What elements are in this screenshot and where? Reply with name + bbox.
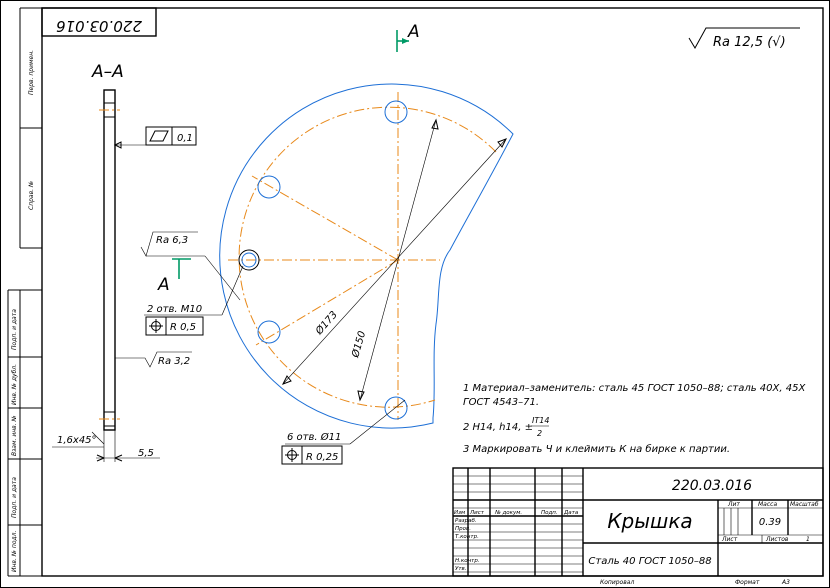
format-value: А3 (781, 579, 790, 586)
col-header-sheet: Лист (469, 510, 485, 516)
hole-top (384, 100, 408, 124)
main-view: А Ø173 Ø150 Ra 6,3 (140, 22, 514, 465)
hole-lower-left (257, 320, 281, 344)
lit-label: Лит (727, 501, 740, 508)
hole-m10-left (238, 249, 260, 271)
side-label-sign-date-1: Подп. и дата (11, 309, 18, 350)
title-name: Крышка (607, 509, 692, 533)
flatness-icon (149, 130, 169, 142)
row-approved: Утв. (455, 566, 467, 572)
view-letter-left: А (157, 275, 170, 295)
col-header-sign: Подп. (541, 510, 558, 516)
side-label-orig-inv: Инв. № подл. (11, 531, 18, 572)
note-3: 3 Маркировать Ч и клеймить К на бирке к … (463, 443, 730, 455)
technical-notes: 1 Материал–заменитель: сталь 45 ГОСТ 105… (463, 383, 806, 455)
d11-holes-callout: 6 отв. Ø11 R 0,25 (281, 399, 406, 465)
face-roughness-text: Ra 6,3 (156, 235, 188, 246)
side-label-dup-inv: Инв. № дубл. (11, 364, 18, 405)
m10-holes-callout: 2 отв. М10 R 0,5 (144, 265, 244, 336)
sheets-value: 1 (806, 536, 810, 543)
mass-label: Масса (758, 501, 777, 508)
title-material: Сталь 40 ГОСТ 1050–88 (588, 556, 711, 567)
side-label-reference-no: Справ. № (28, 181, 35, 210)
note-1: 1 Материал–заменитель: сталь 45 ГОСТ 105… (463, 383, 806, 394)
outer-diameter-dimension: Ø173 (313, 309, 340, 338)
view-letter-top: А (407, 22, 420, 42)
side-roughness-text: Ra 3,2 (158, 356, 190, 367)
view-arrow-icon (402, 38, 409, 44)
width-dimension: 5,5 (138, 448, 154, 459)
chamfer-dimension: 1,6х45° (57, 435, 97, 446)
general-roughness-text: Ra 12,5 (√) (713, 35, 786, 50)
side-label-sign-date-2: Подп. и дата (11, 477, 18, 518)
position-tolerance-icon (149, 319, 163, 333)
sheet-inner-frame (41, 7, 824, 577)
sheet-label: Лист (721, 536, 738, 543)
title-code: 220.03.016 (672, 478, 752, 494)
section-plate-hatch (103, 89, 116, 431)
col-header-change: Изм (454, 510, 465, 516)
row-tech-control: Т.контр. (455, 534, 479, 540)
tolerance-denominator: 2 (537, 429, 542, 438)
m10-position-value: R 0,5 (170, 322, 196, 333)
d11-position-value: R 0,25 (306, 452, 338, 463)
row-developed: Разраб. (455, 518, 477, 524)
part-outline (219, 83, 514, 429)
row-checked: Пров. (455, 526, 471, 532)
scale-label: Масштаб (790, 501, 819, 508)
row-norm-control: Н.контр. (455, 558, 480, 564)
m10-holes-label: 2 отв. М10 (147, 304, 202, 315)
tolerance-numerator: IT14 (532, 416, 549, 425)
bolt-diameter-dimension: Ø150 (349, 330, 368, 360)
note-1-cont: ГОСТ 4543–71. (463, 397, 539, 408)
mass-value: 0.39 (759, 517, 781, 528)
flatness-value: 0,1 (177, 133, 193, 144)
copied-label: Копировал (600, 579, 634, 586)
mirrored-code-box: 220.03.016 (41, 7, 157, 37)
face-roughness-mark: Ra 6,3 (140, 231, 241, 301)
sheets-label: Листов (765, 536, 789, 543)
side-label-replace-inv: Взам. инв. № (11, 415, 18, 456)
hole-m10-left-inner (241, 252, 257, 268)
side-roughness-mark: Ra 3,2 (115, 351, 192, 368)
hole-bottom (384, 396, 408, 420)
hole-upper-left (257, 175, 281, 199)
title-block: 220.03.016 Крышка Сталь 40 ГОСТ 1050–88 … (452, 467, 824, 586)
note-2: 2 Н14, h14, ± (463, 422, 533, 433)
left-side-strip: Перв. примен. Справ. № Подп. и дата Инв.… (7, 7, 42, 577)
general-roughness-mark: Ra 12,5 (√) (688, 27, 800, 50)
col-header-date: Дата (563, 510, 579, 516)
d11-holes-label: 6 отв. Ø11 (287, 431, 341, 443)
section-a-a: А–А 1,6х45° 5,5 0,1 (52, 62, 197, 462)
mirrored-drawing-code: 220.03.016 (56, 17, 142, 35)
col-header-doc-no: № докум. (494, 510, 522, 516)
roughness-sign-icon (688, 27, 800, 50)
side-label-first-use: Перв. примен. (28, 50, 35, 95)
section-label: А–А (91, 62, 124, 82)
format-label: Формат (735, 579, 760, 586)
position-tolerance-icon-2 (285, 448, 299, 462)
flatness-tolerance-frame: 0,1 (113, 126, 197, 149)
bolt-circle (238, 106, 497, 408)
